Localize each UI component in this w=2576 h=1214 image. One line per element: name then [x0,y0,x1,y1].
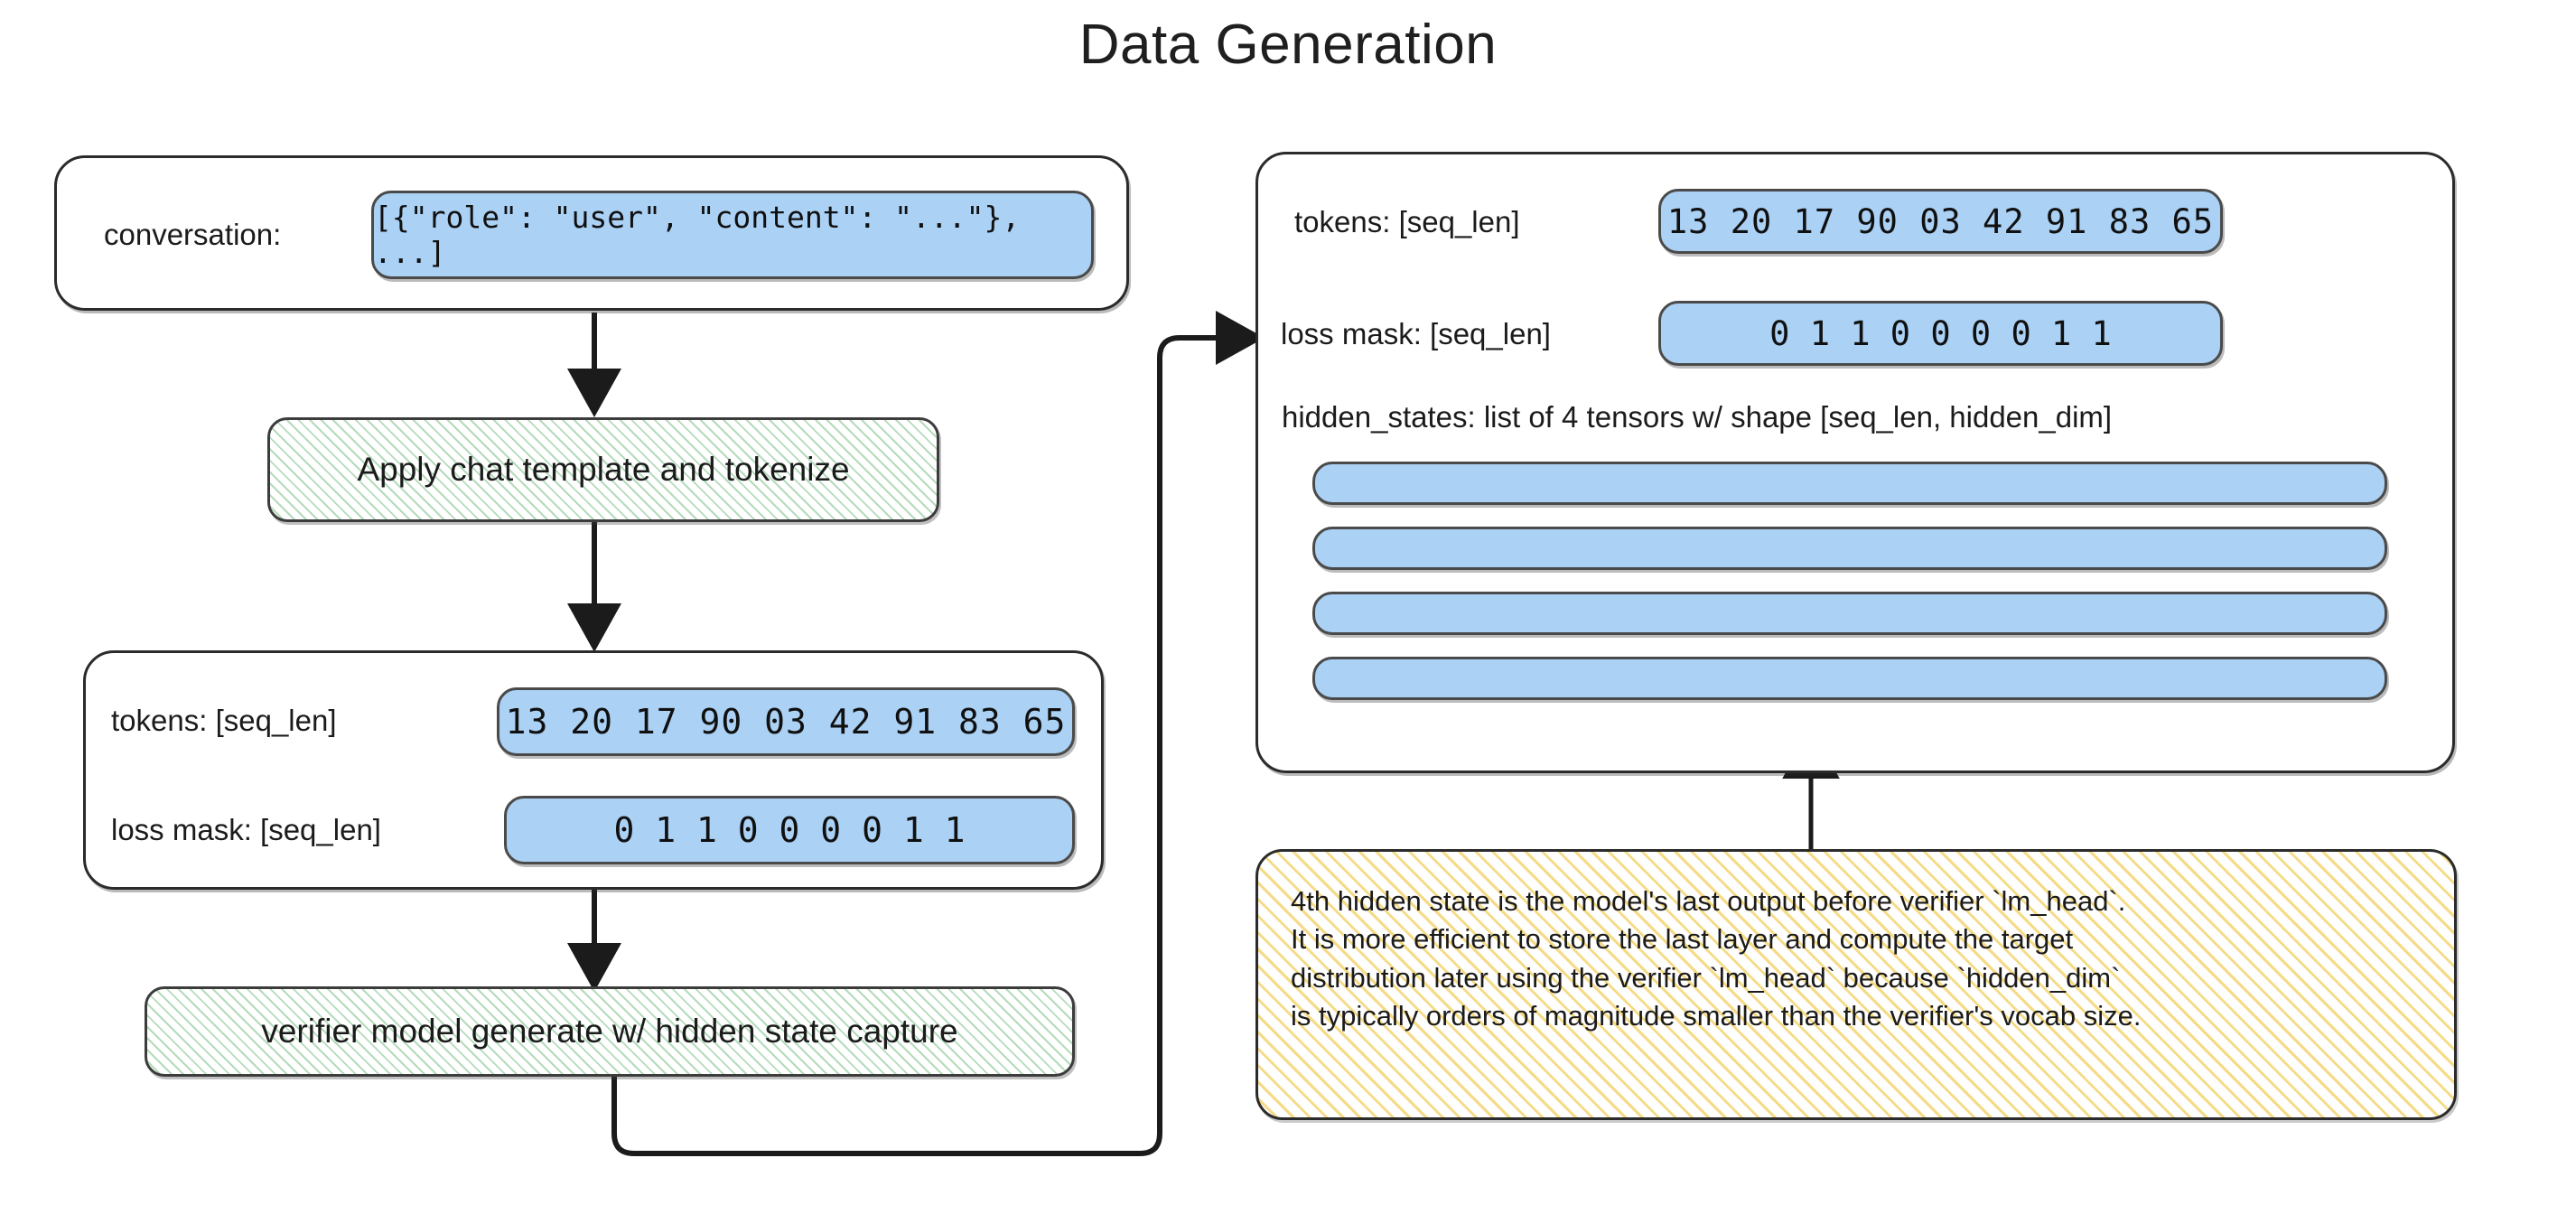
note-line-2: It is more efficient to store the last l… [1291,923,2074,956]
tokens-value-chip: 13 20 17 90 03 42 91 83 65 [497,687,1075,756]
hidden-state-bar-1 [1312,462,2387,505]
verifier-generate-step[interactable]: verifier model generate w/ hidden state … [145,986,1075,1077]
hidden-state-bar-4 [1312,657,2387,700]
conversation-panel: conversation: [{"role": "user", "content… [54,155,1129,311]
note-line-3: distribution later using the verifier `l… [1291,961,2121,994]
output-loss-mask-value-chip: 0 1 1 0 0 0 0 1 1 [1658,301,2223,366]
hidden-state-bar-3 [1312,592,2387,635]
output-loss-mask-label: loss mask: [seq_len] [1281,317,1551,350]
hidden-state-bar-2 [1312,527,2387,570]
note-line-1: 4th hidden state is the model's last out… [1291,885,2126,917]
explanation-note: 4th hidden state is the model's last out… [1255,849,2457,1120]
note-line-4: is typically orders of magnitude smaller… [1291,1000,2142,1032]
tokenized-data-panel: tokens: [seq_len] 13 20 17 90 03 42 91 8… [83,650,1104,890]
loss-mask-label: loss mask: [seq_len] [111,813,381,846]
hidden-states-label: hidden_states: list of 4 tensors w/ shap… [1282,400,2113,434]
output-data-panel: tokens: [seq_len] 13 20 17 90 03 42 91 8… [1255,152,2455,773]
output-tokens-label: tokens: [seq_len] [1294,205,1520,238]
tokens-label: tokens: [seq_len] [111,704,337,737]
conversation-label: conversation: [104,218,282,251]
apply-chat-template-step[interactable]: Apply chat template and tokenize [267,417,939,522]
page-title: Data Generation [1078,14,1498,76]
conversation-value-chip: [{"role": "user", "content": "..."}, ...… [371,191,1094,279]
loss-mask-value-chip: 0 1 1 0 0 0 0 1 1 [504,796,1075,864]
output-tokens-value-chip: 13 20 17 90 03 42 91 83 65 [1658,189,2223,254]
